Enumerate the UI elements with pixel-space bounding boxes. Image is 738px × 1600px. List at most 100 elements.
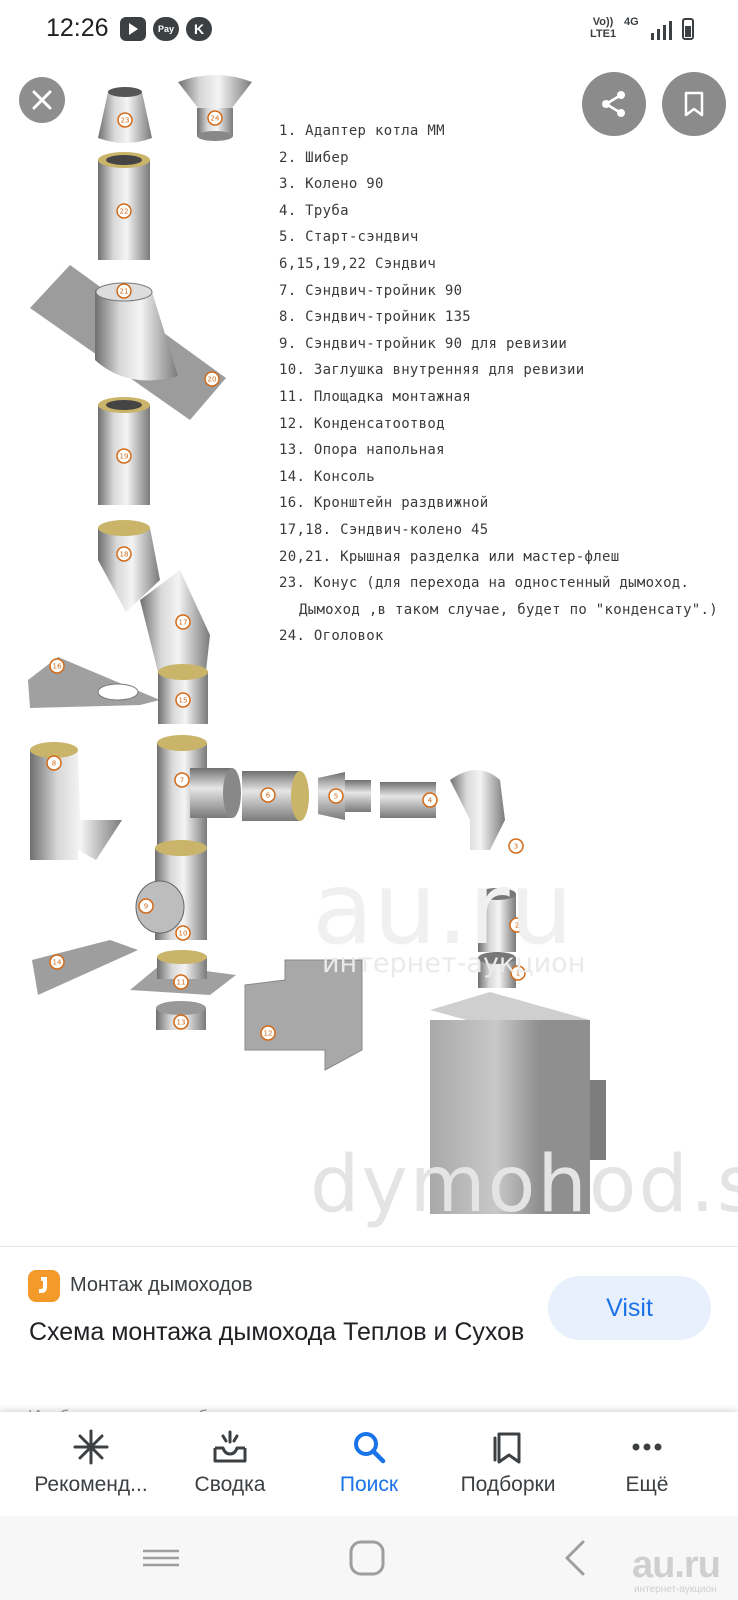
part-marker — [138, 898, 154, 914]
legend-item: 3. Колено 90 — [279, 176, 384, 193]
nav-label: Сводка — [194, 1473, 266, 1496]
part-number-label: 14 — [53, 959, 62, 967]
part-number-label: 19 — [120, 453, 129, 461]
legend-item: 16. Кронштейн раздвижной — [279, 495, 489, 512]
part-marker — [116, 546, 132, 562]
share-icon — [602, 91, 625, 117]
part-marker — [173, 1014, 189, 1030]
legend-list: 1. Адаптер котла ММ 2. Шибер 3. Колено 90 4… — [279, 118, 734, 650]
watermark-ausu: au.ru — [312, 850, 573, 967]
legend-item: Дымоход ,в таком случае, будет по "конде… — [299, 601, 718, 618]
part-number-label: 7 — [180, 777, 184, 785]
part-number-label: 6 — [266, 792, 271, 800]
collections-icon — [493, 1432, 521, 1464]
part-marker — [175, 614, 191, 630]
part-marker — [328, 788, 344, 804]
part-marker — [260, 787, 276, 803]
part-number-label: 18 — [120, 551, 129, 559]
nav-collections[interactable]: Подборки — [433, 1412, 583, 1516]
status-bar: 12:26 Pay K Vo)) LTE1 4G — [0, 0, 738, 60]
recent-apps-button[interactable] — [116, 1516, 206, 1600]
legend-item: 8. Сэндвич-тройник 135 — [279, 309, 472, 326]
system-navigation-bar: au.ru интернет-аукцион — [0, 1516, 738, 1600]
nav-digest[interactable]: Сводка — [155, 1412, 305, 1516]
part-marker — [508, 838, 524, 854]
part-marker — [117, 112, 133, 128]
legend-item: 9. Сэндвич-тройник 90 для ревизии — [279, 335, 568, 352]
part-marker — [510, 965, 526, 981]
legend-item: 11. Площадка монтажная — [279, 388, 472, 405]
sparkle-icon — [73, 1429, 109, 1465]
save-button[interactable] — [662, 72, 726, 136]
legend-item: 7. Сэндвич-тройник 90 — [279, 282, 463, 299]
part-number-label: 11 — [177, 979, 186, 987]
home-button[interactable] — [322, 1516, 412, 1600]
share-button[interactable] — [582, 72, 646, 136]
part-number-label: 21 — [120, 288, 129, 296]
part-number-label: 24 — [211, 115, 220, 123]
nav-more[interactable]: Ещё — [572, 1412, 722, 1516]
pay-icon: Pay — [153, 17, 179, 41]
bookmark-icon — [684, 91, 704, 117]
part-number-label: 22 — [120, 208, 129, 216]
part-marker — [204, 371, 220, 387]
result-card[interactable]: Монтаж дымоходов Схема монтажа дымохода … — [0, 1246, 738, 1419]
source-favicon-icon — [28, 1270, 60, 1302]
part-number-label: 10 — [179, 930, 188, 938]
back-button[interactable] — [530, 1516, 620, 1600]
watermark-auction: интернет-аукцион — [322, 948, 586, 979]
part-number-label: 1 — [516, 970, 520, 978]
part-marker — [116, 283, 132, 299]
inbox-icon — [213, 1430, 247, 1463]
part-marker — [175, 925, 191, 941]
part-number-label: 13 — [177, 1019, 186, 1027]
k-app-icon: K — [186, 17, 212, 41]
source-name[interactable]: Монтаж дымоходов — [70, 1274, 253, 1296]
part-number-label: 2 — [515, 922, 519, 930]
legend-item: 5. Старт-сэндвич — [279, 229, 419, 246]
legend-item: 4. Труба — [279, 202, 349, 219]
nav-label: Поиск — [339, 1473, 399, 1496]
part-marker — [116, 203, 132, 219]
nav-label: Рекоменд... — [34, 1473, 148, 1496]
part-number-label: 3 — [514, 843, 518, 851]
part-number-label: 15 — [179, 697, 188, 705]
au-watermark-logo: au.ru — [632, 1544, 721, 1586]
close-button[interactable] — [19, 77, 65, 123]
back-icon — [565, 1540, 585, 1576]
legend-item: 6,15,19,22 Сэндвич — [279, 255, 437, 272]
visit-button[interactable]: Visit — [548, 1276, 711, 1340]
result-title[interactable]: Схема монтажа дымохода Теплов и Сухов — [29, 1318, 525, 1346]
part-number-label: 17 — [179, 619, 188, 627]
legend-item: 2. Шибер — [279, 149, 349, 166]
close-icon — [32, 90, 52, 110]
part-number-label: 4 — [428, 797, 433, 805]
nav-label: Ещё — [625, 1473, 669, 1496]
legend-item: 13. Опора напольная — [279, 442, 445, 459]
legend-item: 12. Конденсатоотвод — [279, 415, 445, 432]
home-icon — [349, 1540, 385, 1576]
status-time: 12:26 — [46, 14, 109, 42]
nav-label: Подборки — [460, 1473, 556, 1496]
part-marker — [116, 448, 132, 464]
battery-icon — [682, 18, 694, 40]
part-marker — [422, 792, 438, 808]
part-number-label: 20 — [208, 376, 217, 384]
part-marker — [509, 917, 525, 933]
legend-item: 24. Оголовок — [279, 628, 384, 645]
part-number-label: 23 — [121, 117, 130, 125]
part-marker — [173, 974, 189, 990]
nav-search[interactable]: Поиск — [294, 1412, 444, 1516]
part-number-label: 9 — [144, 903, 148, 911]
network-4g-indicator: 4G — [624, 16, 639, 28]
legend-item: 23. Конус (для перехода на одностенный д… — [279, 575, 690, 592]
part-marker — [49, 954, 65, 970]
nav-recommendations[interactable]: Рекоменд... — [16, 1412, 166, 1516]
network-indicator: Vo)) LTE1 — [590, 16, 617, 40]
part-number-label: 16 — [53, 663, 62, 671]
search-icon — [354, 1432, 386, 1464]
part-marker — [49, 658, 65, 674]
legend-item: 1. Адаптер котла ММ — [279, 123, 445, 139]
